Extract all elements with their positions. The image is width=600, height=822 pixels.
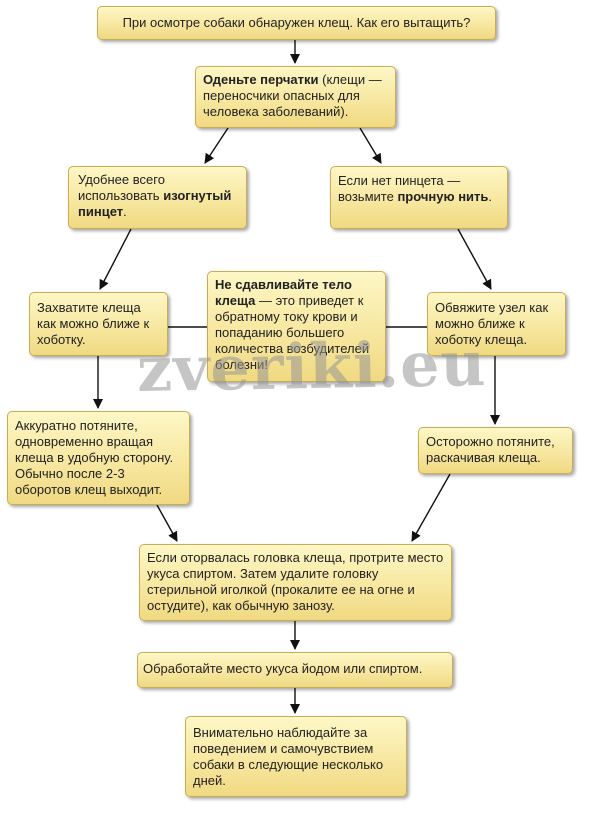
- arrow-gloves-to-tweezers: [204, 127, 229, 164]
- node-question-text: При осмотре собаки обнаружен клещ. Как е…: [122, 15, 471, 30]
- node-gloves-bold: Оденьте перчатки: [203, 72, 319, 87]
- node-warning-text: — это приведет к обратному току крови и …: [215, 293, 370, 372]
- node-thread-text: Если нет пинцета — возьмите: [338, 173, 461, 204]
- node-head: Если оторвалась головка клеща, протрите …: [139, 544, 452, 621]
- node-watch: Внимательно наблюдайте за поведением и с…: [185, 716, 407, 797]
- node-pull-rotate-text: Аккуратно потяните, одновременно вращая …: [15, 418, 174, 497]
- node-head-text: Если оторвалась головка клеща, протрите …: [147, 550, 444, 613]
- arrow-pull-rotate-to-head: [156, 504, 178, 542]
- node-iodine: Обработайте место укуса йодом или спирто…: [137, 652, 453, 688]
- node-question: При осмотре собаки обнаружен клещ. Как е…: [97, 6, 496, 40]
- node-pull-swing: Осторожно потяните, раскачивая клеща.: [418, 427, 573, 474]
- node-thread-tail: .: [488, 189, 493, 204]
- arrow-tweezers-to-grab: [99, 228, 132, 290]
- node-gloves: Оденьте перчатки (клещи — переносчики оп…: [195, 66, 396, 128]
- node-warning: Не сдавливайте тело клеща — это приведет…: [207, 271, 386, 382]
- node-thread: Если нет пинцета — возьмите прочную нить…: [330, 166, 508, 229]
- node-tweezers: Удобнее всего использовать изогнутый пин…: [68, 166, 247, 229]
- node-knot: Обвяжите узел как можно ближе к хоботку …: [427, 292, 566, 356]
- node-grab: Захватите клеща как можно ближе к хоботк…: [29, 292, 168, 356]
- node-iodine-text: Обработайте место укуса йодом или спирто…: [143, 661, 423, 676]
- node-tweezers-tail: .: [123, 204, 127, 219]
- node-watch-text: Внимательно наблюдайте за поведением и с…: [193, 725, 384, 788]
- node-tweezers-bold: изогнутый пинцет: [78, 188, 232, 219]
- arrow-thread-to-knot: [457, 228, 492, 290]
- node-knot-text: Обвяжите узел как можно ближе к хоботку …: [435, 300, 549, 347]
- node-grab-text: Захватите клеща как можно ближе к хоботк…: [37, 300, 150, 347]
- node-tweezers-text: Удобнее всего использовать: [78, 172, 165, 203]
- arrow-pull-swing-to-head: [411, 473, 451, 542]
- node-warning-bold: Не сдавливайте тело клеща: [215, 277, 352, 308]
- node-pull-swing-text: Осторожно потяните, раскачивая клеща.: [426, 434, 555, 465]
- node-thread-bold: прочную нить: [397, 189, 489, 204]
- node-gloves-text: (клещи — переносчики опасных для человек…: [203, 72, 382, 119]
- node-pull-rotate: Аккуратно потяните, одновременно вращая …: [7, 411, 190, 505]
- arrow-gloves-to-thread: [359, 127, 382, 164]
